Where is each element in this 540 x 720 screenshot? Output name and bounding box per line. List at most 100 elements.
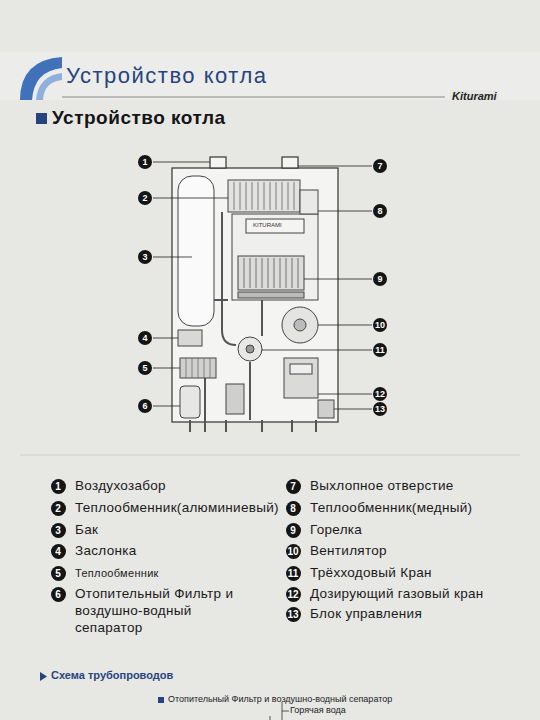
part-name: Вентилятор <box>310 542 387 560</box>
control-unit <box>318 400 334 418</box>
callout-number: 12 <box>286 587 301 602</box>
part-name: Воздухозабор <box>75 477 166 495</box>
burner <box>238 292 304 298</box>
boiler-housing <box>282 157 298 168</box>
callout-number: 7 <box>373 159 387 173</box>
subheading-square <box>36 113 47 124</box>
header-band <box>62 96 445 97</box>
callout-number: 1 <box>51 479 66 494</box>
section-heading: Устройство котла <box>52 107 226 129</box>
leader-lines <box>318 211 372 212</box>
callout-number: 13 <box>286 607 301 622</box>
callout-number: 6 <box>138 399 152 413</box>
callout-number: 11 <box>373 343 387 357</box>
plate-heat-exchanger <box>180 358 216 378</box>
part-name: Теплообменник(алюминиевый) <box>75 499 279 517</box>
three-way-valve <box>238 337 262 361</box>
aluminium-heat-exchanger <box>228 180 300 212</box>
aluminium-heat-exchanger <box>234 182 294 210</box>
header-swoosh <box>36 73 62 100</box>
leader-lines <box>153 162 372 409</box>
callout-number: 9 <box>373 272 387 286</box>
leader-lines <box>298 166 372 167</box>
part-name: Горелка <box>310 521 362 539</box>
part-name: Теплообменник(медный) <box>310 499 472 517</box>
gas-valve <box>284 358 318 398</box>
pipes <box>190 420 316 432</box>
pipe-scheme-lines <box>158 697 164 703</box>
section-rule <box>20 455 520 456</box>
part-name: Заслонка <box>75 542 137 560</box>
callout-number: 11 <box>286 566 301 581</box>
callout-number: 13 <box>373 402 387 416</box>
leader-lines <box>153 257 192 258</box>
burner <box>244 258 298 288</box>
callout-number: 3 <box>51 523 66 538</box>
callout-number: 3 <box>138 250 152 264</box>
callout-number: 4 <box>51 544 66 559</box>
filter-separator <box>226 384 244 414</box>
section-arrow <box>40 672 47 681</box>
part-name: Трёхходовый Кран <box>310 564 432 582</box>
pipes <box>249 362 251 420</box>
part-name: Блок управления <box>310 605 422 623</box>
callout-number: 10 <box>373 318 387 332</box>
callout-number: 8 <box>373 204 387 218</box>
leader-lines <box>153 198 228 199</box>
leader-lines <box>262 350 372 351</box>
page-title: Устройство котла <box>66 63 268 89</box>
part-name: Отопительный Фильтр и воздушно-водный се… <box>75 585 247 636</box>
leader-lines <box>153 368 180 369</box>
subheading-square <box>36 113 47 124</box>
gas-valve <box>284 358 318 398</box>
leader-lines <box>153 406 180 407</box>
section-heading: Схема трубопроводов <box>51 669 173 681</box>
boiler-housing <box>172 157 338 422</box>
filter-separator <box>180 384 244 418</box>
fan <box>294 319 306 331</box>
three-way-valve <box>246 345 254 353</box>
pipes <box>214 299 228 301</box>
callout-number: 1 <box>138 155 152 169</box>
callout-number: 2 <box>51 501 66 516</box>
plate-heat-exchanger <box>186 358 210 378</box>
section-rule <box>20 455 520 456</box>
part-name: Выхлопное отверстие <box>310 477 454 495</box>
boiler-housing <box>172 168 338 422</box>
leader-lines <box>304 279 372 280</box>
part-name: Бак <box>75 521 98 539</box>
callout-number: 9 <box>286 523 301 538</box>
brand-logo: Kiturami <box>450 90 499 102</box>
pipes <box>261 300 263 336</box>
tank <box>178 176 214 326</box>
callout-number: 10 <box>286 544 301 559</box>
copper-heat-exchanger-box <box>232 214 318 300</box>
gas-valve <box>290 364 312 374</box>
section-arrow <box>40 672 47 681</box>
callout-number: 8 <box>286 501 301 516</box>
pipe-note: Горячая вода <box>290 705 346 715</box>
fan <box>282 307 318 343</box>
leader-lines <box>318 325 372 326</box>
aluminium-heat-exchanger <box>228 180 300 212</box>
plate-heat-exchanger <box>180 358 216 378</box>
pipe-note: Отопительный Фильтр и воздушно-водный се… <box>168 694 392 704</box>
control-unit <box>318 400 334 418</box>
burner <box>238 256 304 290</box>
callout-number: 12 <box>373 387 387 401</box>
pipes <box>222 212 236 345</box>
pipes <box>204 378 206 420</box>
fan <box>282 307 318 343</box>
burner <box>238 256 304 298</box>
copper-heat-exchanger-box <box>246 219 304 233</box>
header-swoosh <box>20 57 62 100</box>
part-name: Теплообменник <box>75 564 159 582</box>
leader-lines <box>334 409 372 410</box>
part-name: Дозирующий газовый кран <box>310 585 484 603</box>
pipes <box>190 212 316 432</box>
callout-number: 4 <box>138 331 152 345</box>
callout-number: 6 <box>51 587 66 602</box>
copper-heat-exchanger-box <box>300 190 318 214</box>
header-swoosh <box>20 57 62 100</box>
boiler-housing <box>210 157 226 168</box>
